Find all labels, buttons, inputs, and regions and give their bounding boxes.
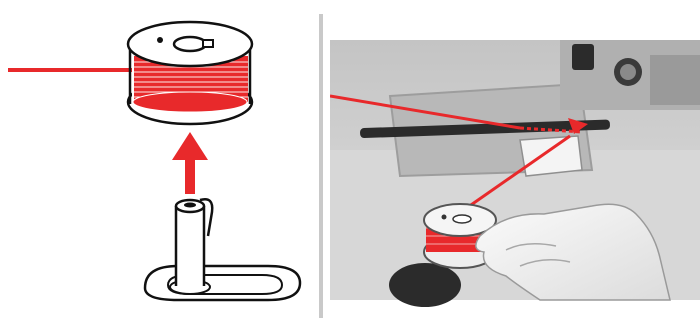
arrow-up-icon [172,132,208,194]
winder-mechanism [560,40,700,110]
bobbin-winder-spindle-icon [145,199,300,300]
bobbin-icon [128,22,252,124]
bobbin-thread-guide-photo [330,0,700,324]
panel-divider [319,14,323,318]
thread-guide-hook [520,136,582,176]
bobbin-on-spindle-illustration [0,0,310,324]
bobbin-winding-photo-illustration [330,0,700,324]
bobbin-placement-diagram [0,0,310,324]
